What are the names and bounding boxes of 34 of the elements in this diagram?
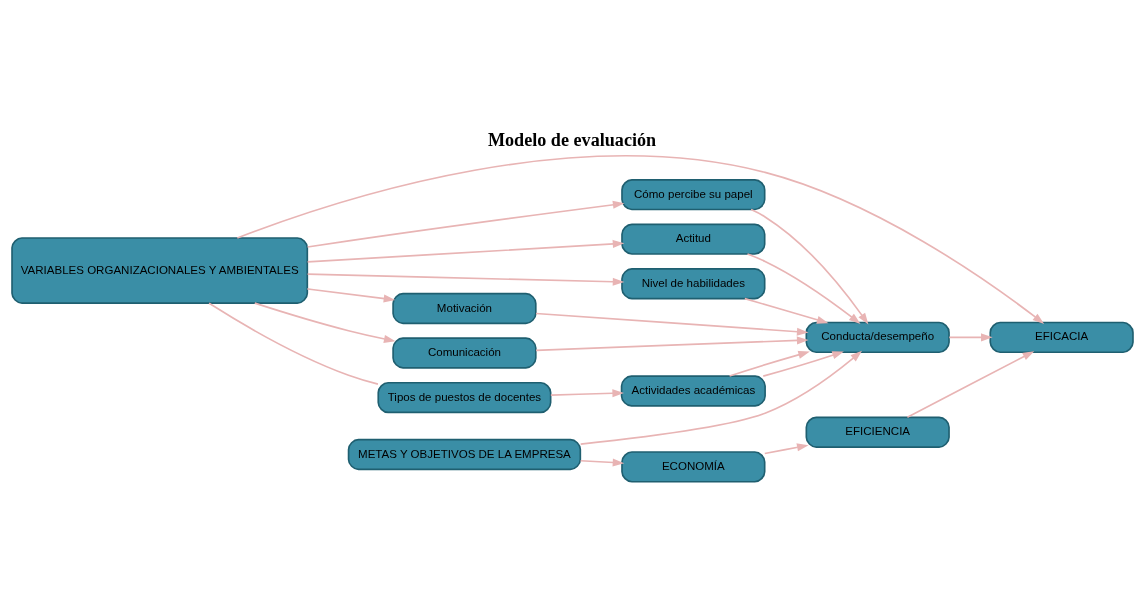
node-box: EFICACIA bbox=[989, 321, 1134, 353]
arrow bbox=[746, 252, 861, 324]
arrow bbox=[306, 239, 625, 263]
node-box: Motivación bbox=[392, 292, 537, 324]
arrow bbox=[728, 350, 810, 377]
diagram-title: Modelo de evaluación bbox=[487, 129, 657, 150]
node-box: Actividades académicas bbox=[620, 374, 766, 407]
node-box: ECONOMÍA bbox=[621, 450, 766, 483]
node-box: EFICIENCIA bbox=[805, 416, 950, 448]
arrow bbox=[535, 335, 809, 351]
arrow bbox=[750, 208, 869, 324]
node-box: Conducta/desempeño bbox=[805, 321, 950, 353]
arrow bbox=[763, 442, 809, 454]
connector bbox=[208, 301, 379, 385]
arrow bbox=[744, 297, 829, 324]
node-box: Nivel de habilidades bbox=[621, 267, 766, 299]
arrow bbox=[236, 154, 1045, 324]
arrow bbox=[579, 457, 625, 467]
arrow bbox=[948, 332, 993, 341]
node-box: Comunicación bbox=[392, 336, 537, 369]
arrow bbox=[254, 301, 396, 343]
node-box: Actitud bbox=[621, 223, 766, 255]
node-box: METAS Y OBJETIVOS DE LA EMPRESA bbox=[347, 438, 582, 470]
node-box: Tipos de puestos de docentes bbox=[377, 381, 552, 413]
arrow bbox=[306, 287, 396, 302]
arrow bbox=[306, 272, 625, 286]
arrow bbox=[906, 350, 1035, 418]
arrow bbox=[550, 388, 624, 397]
node-box: VARIABLES ORGANIZACIONALES Y AMBIENTALES bbox=[11, 236, 309, 304]
node-box: Cómo percibe su papel bbox=[621, 178, 766, 210]
arrow bbox=[579, 350, 862, 445]
arrow bbox=[306, 200, 625, 248]
arrow bbox=[535, 312, 809, 336]
arrow bbox=[762, 350, 844, 377]
